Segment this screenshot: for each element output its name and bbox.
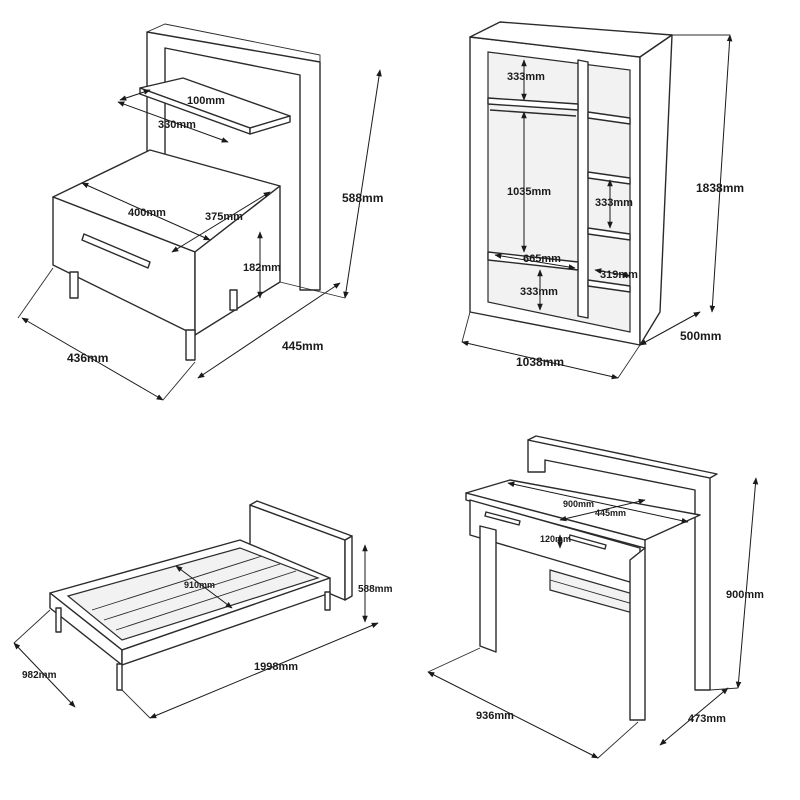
desk-top-depth: 445mm [595, 508, 626, 518]
bed-headboard-height: 588mm [358, 584, 393, 595]
desk-depth: 473mm [688, 713, 726, 725]
nightstand-drawer-height: 182mm [243, 262, 281, 274]
wardrobe-hang-height: 1035mm [507, 186, 551, 198]
wardrobe-depth: 500mm [680, 329, 721, 343]
desk-drawer-handle [568, 534, 607, 550]
bed-inner-width: 910mm [184, 580, 215, 590]
wardrobe-top-shelf: 333mm [507, 71, 545, 83]
nightstand-leg [185, 329, 196, 361]
desk-drawing: 900mm 445mm 120mm 900mm 936mm 473mm [427, 435, 764, 759]
bed-leg [55, 607, 62, 633]
desk-left-panel [479, 525, 497, 653]
bed-width: 982mm [22, 670, 57, 681]
wardrobe-inner-width: 665mm [523, 253, 561, 265]
nightstand-drawing: 100mm 330mm 400mm 375mm 182mm 588mm 436m… [17, 23, 383, 401]
desk-height: 900mm [726, 589, 764, 601]
nightstand-top-width: 400mm [128, 207, 166, 219]
wardrobe-side-width: 319mm [600, 269, 638, 281]
wardrobe-drawing: 333mm 1035mm 333mm 665mm 319mm 333mm 183… [461, 21, 744, 380]
desk-drawer-height: 120mm [540, 534, 571, 544]
desk-top-width: 900mm [563, 499, 594, 509]
wardrobe-height: 1838mm [696, 181, 744, 195]
desk-width: 936mm [476, 710, 514, 722]
wardrobe-divider [577, 59, 589, 319]
bed-drawing: 910mm 588mm 982mm 1998mm [13, 500, 393, 719]
wardrobe-side [639, 34, 673, 346]
nightstand-shelf-width: 330mm [158, 119, 196, 131]
bed-length: 1998mm [254, 661, 298, 673]
wardrobe-width: 1038mm [516, 355, 564, 369]
bed-leg [116, 663, 123, 691]
wardrobe-mid-shelf: 333mm [595, 197, 633, 209]
desk-right-panel [629, 547, 646, 721]
nightstand-width: 436mm [67, 351, 108, 365]
nightstand-top-depth: 375mm [205, 211, 243, 223]
wardrobe-bottom-shelf: 333mm [520, 286, 558, 298]
desk-hutch [527, 439, 711, 691]
nightstand-leg [69, 271, 79, 299]
nightstand-height: 588mm [342, 191, 383, 205]
nightstand-shelf-depth: 100mm [187, 95, 225, 107]
nightstand-depth: 445mm [282, 339, 323, 353]
